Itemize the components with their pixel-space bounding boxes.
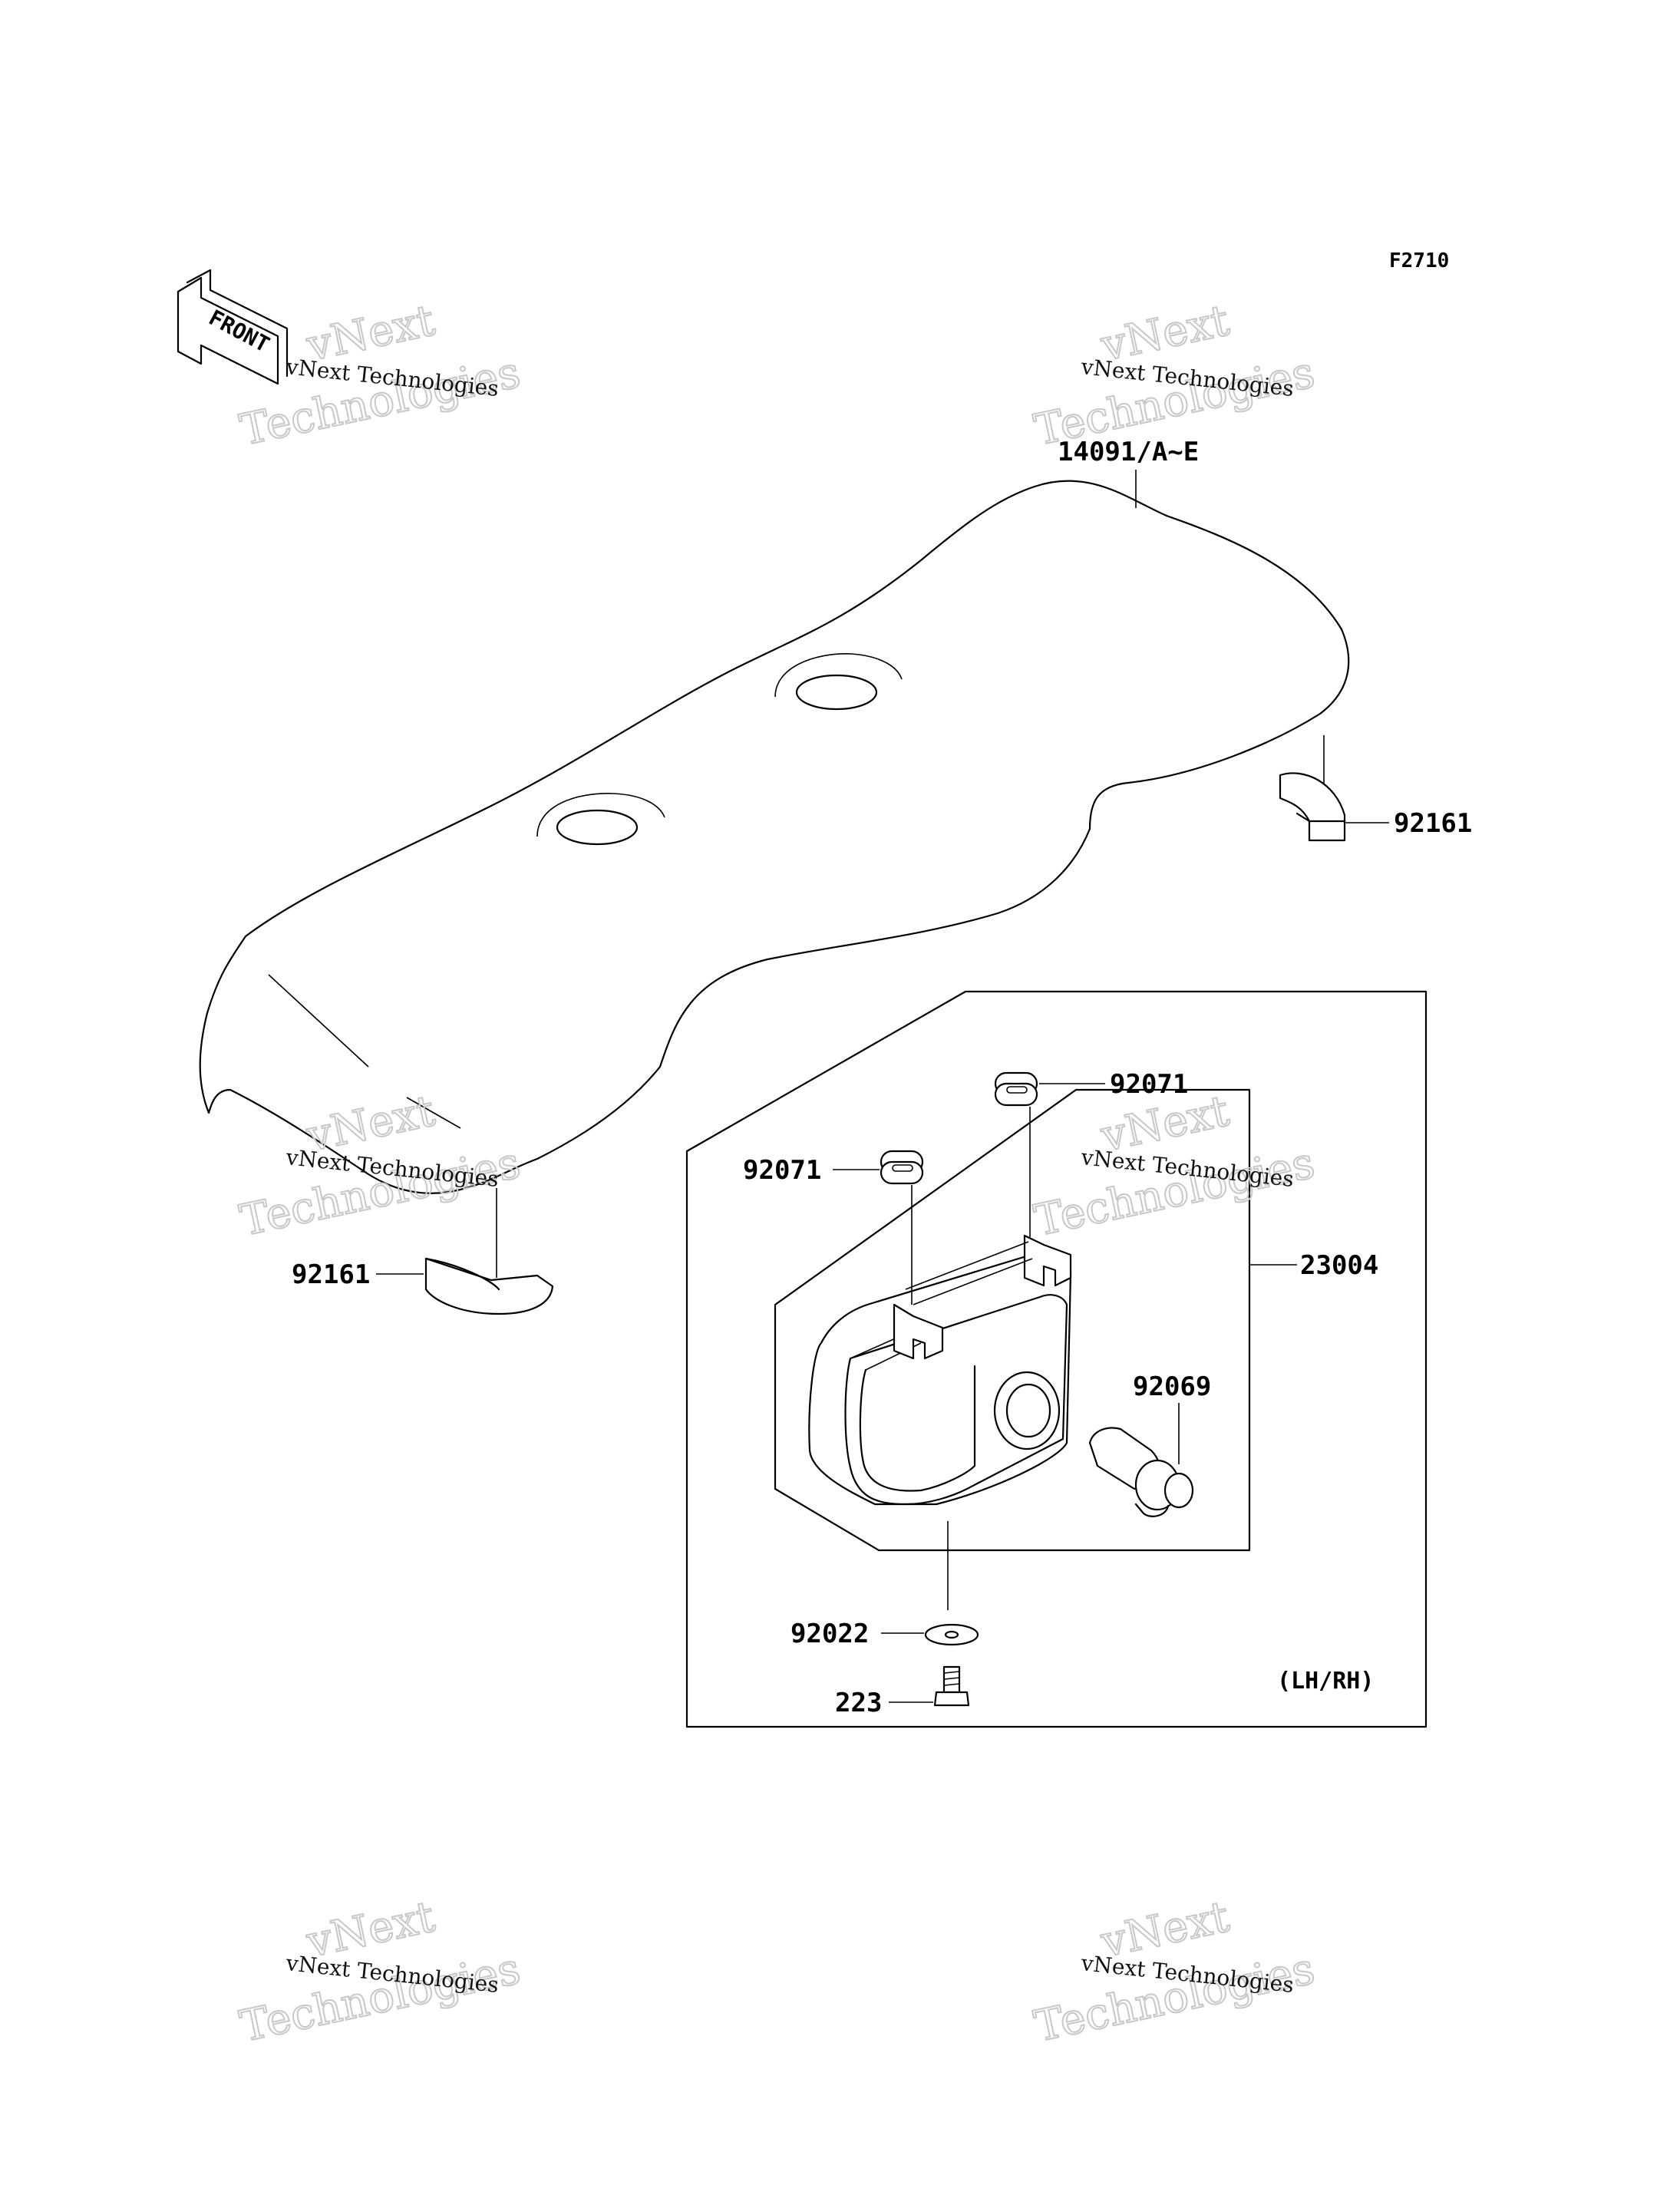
label-washer: 92022 (790, 1619, 869, 1649)
side-note: (LH/RH) (1277, 1668, 1374, 1695)
grommet-left (833, 1150, 924, 1305)
label-seat: 14091/A~E (1058, 437, 1199, 467)
light-housing (808, 1234, 1072, 1506)
watermark-mid-right: vNext Technologies vNext Technologies (1029, 1085, 1319, 1247)
label-damper-left: 92161 (292, 1259, 370, 1290)
watermark-bottom-left: vNext Technologies vNext Technologies (235, 1891, 525, 2053)
label-box-assy: 23004 (1300, 1250, 1378, 1281)
washer (881, 1521, 979, 1646)
watermark-mid-left: vNext Technologies vNext Technologies (235, 1085, 525, 1247)
group-frame (685, 990, 1428, 1728)
damper-left (376, 1188, 554, 1315)
watermark-bottom-right: vNext Technologies vNext Technologies (1029, 1891, 1319, 2053)
watermark-top-left: vNext Technologies vNext Technologies (235, 295, 525, 457)
bulb (1088, 1403, 1194, 1517)
screw (889, 1665, 970, 1707)
grommet-top (994, 1071, 1105, 1237)
label-bulb: 92069 (1133, 1371, 1211, 1402)
seat-drawing (199, 480, 1350, 1194)
watermark-top-right: vNext Technologies vNext Technologies (1029, 295, 1319, 457)
label-grommet-left: 92071 (743, 1155, 821, 1186)
assembly-bracket (774, 1088, 1251, 1552)
front-arrow-icon: FRONT (177, 269, 289, 385)
label-grommet-top: 92071 (1110, 1069, 1188, 1100)
diagram-ref-code: F2710 (1389, 249, 1449, 272)
label-damper-right: 92161 (1394, 808, 1472, 839)
label-screw: 223 (835, 1688, 882, 1718)
damper-right (1279, 735, 1389, 842)
